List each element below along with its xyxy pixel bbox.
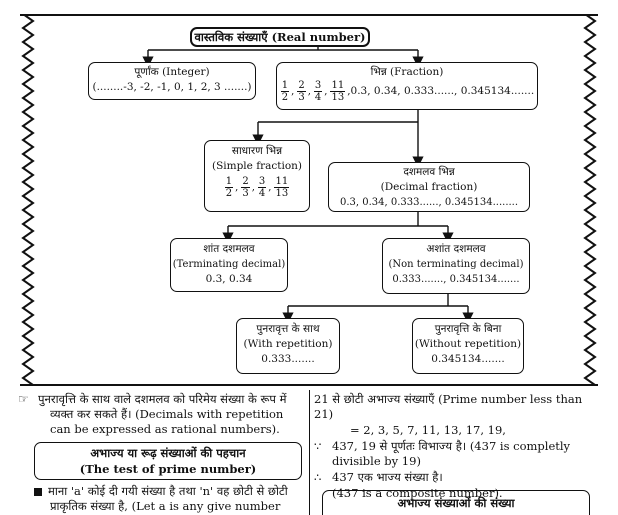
zigzag-border-right [583,14,597,386]
node-with-rep-subtitle: (With repetition) [243,338,333,350]
node-integer-values: (........-3, -2, -1, 0, 1, 2, 3 .......) [92,81,252,93]
node-real-number: वास्तविक संख्याएँ (Real number) [190,27,370,47]
therefore-symbol: ∴ [314,470,322,484]
let-a-point-text: माना 'a' कोई दी गयी संख्या है तथा 'n' वह… [48,484,288,515]
let-a-point: माना 'a' कोई दी गयी संख्या है तथा 'n' वह… [34,484,304,515]
node-nonterminating-title: अशांत दशमलव [426,243,486,255]
repetition-note-text: पुनरावृत्ति के साथ वाले दशमलव को परिमेय … [38,392,287,436]
node-terminating-title: शांत दशमलव [203,243,255,255]
node-fraction-title: भिन्न (Fraction) [370,66,444,78]
prime-test-box: अभाज्य या रूढ़ संख्याओं की पहचान (The te… [34,442,302,480]
left-column-point: माना 'a' कोई दी गयी संख्या है तथा 'n' वह… [34,484,304,515]
square-bullet-icon [34,488,42,496]
therefore-line: ∴ 437 एक भाज्य संख्या है। [314,470,600,485]
node-decimal-values: 0.3, 0.34, 0.333......, 0.345134........ [339,197,519,208]
node-with-rep-values: 0.333....... [261,353,315,365]
left-column: ☞पुनरावृत्ति के साथ वाले दशमलव को परिमेय… [18,392,304,438]
because-symbol: ∵ [314,439,322,453]
because-line: ∵ 437, 19 से पूर्णतः विभाज्य है। (437 is … [314,439,600,469]
because-line-text: 437, 19 से पूर्णतः विभाज्य है। (437 is c… [332,439,571,468]
zigzag-border-left [21,14,35,386]
composite-number-line: (437 is a composite number). [332,486,503,500]
node-decimal-fraction: दशमलव भिन्न (Decimal fraction) 0.3, 0.34… [328,162,530,212]
right-column: 21 से छोटी अभाज्य संख्याएँ (Prime number… [314,392,600,502]
node-integer: पूर्णांक (Integer) (........-3, -2, -1, … [88,62,256,100]
node-simple-subtitle: (Simple fraction) [211,160,303,172]
node-decimal-title: दशमलव भिन्न [403,166,455,178]
node-with-repetition: पुनरावृत्त के साथ (With repetition) 0.33… [236,318,340,374]
node-without-rep-title: पुनरावृत्ति के बिना [434,323,502,335]
node-nonterminating-decimal: अशांत दशमलव (Non terminating decimal) 0.… [382,238,530,294]
diagram-frame [20,14,598,386]
node-with-rep-title: पुनरावृत्त के साथ [256,323,320,335]
node-without-rep-values: 0.345134....... [431,353,505,365]
repetition-note: ☞पुनरावृत्ति के साथ वाले दशमलव को परिमेय… [18,392,287,436]
node-nonterminating-values: 0.333......., 0.345134....... [392,274,520,285]
primes-less-than-21-heading: 21 से छोटी अभाज्य संख्याएँ (Prime number… [314,392,583,421]
therefore-line-text: 437 एक भाज्य संख्या है। [332,470,443,484]
number-of-primes-box: अभाज्य संख्याओं की संख्या [322,490,590,515]
fraction-decimals: ,0.3, 0.34, 0.333......, 0.345134....... [347,85,535,97]
primes-less-than-21-list: = 2, 3, 5, 7, 11, 13, 17, 19, [350,423,506,437]
node-without-repetition: पुनरावृत्ति के बिना (Without repetition)… [412,318,524,374]
node-simple-title: साधारण भिन्न [231,145,283,157]
node-without-rep-subtitle: (Without repetition) [414,338,522,350]
prime-test-box-subtitle: (The test of prime number) [79,462,257,476]
node-decimal-subtitle: (Decimal fraction) [380,181,478,193]
node-terminating-subtitle: (Terminating decimal) [172,259,286,270]
node-terminating-decimal: शांत दशमलव (Terminating decimal) 0.3, 0.… [170,238,288,292]
node-terminating-values: 0.3, 0.34 [205,273,253,285]
column-divider [309,390,310,515]
node-real-number-label: वास्तविक संख्याएँ (Real number) [194,30,366,44]
node-integer-title: पूर्णांक (Integer) [134,66,210,78]
node-nonterminating-subtitle: (Non terminating decimal) [388,259,524,270]
prime-test-box-title: अभाज्य या रूढ़ संख्याओं की पहचान [90,446,246,460]
number-of-primes-box-title: अभाज्य संख्याओं की संख्या [397,496,515,510]
